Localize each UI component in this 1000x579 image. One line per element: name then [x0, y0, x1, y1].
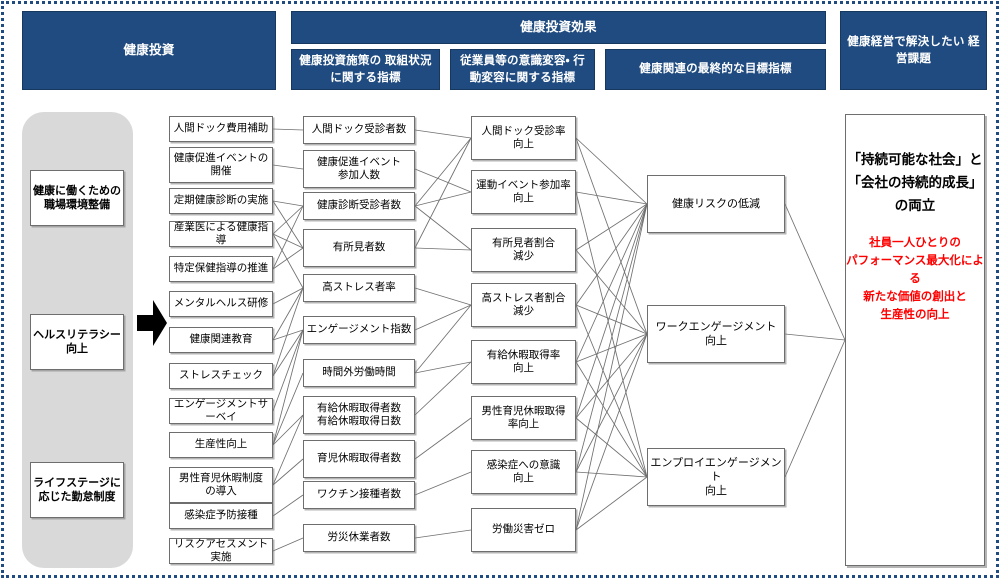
measure-box-5[interactable]: 特定保健指導の推進	[169, 256, 273, 282]
behavior-indicator-box-6[interactable]: 男性育児休暇取得 率向上	[471, 396, 576, 440]
final-goal-box-3[interactable]: エンプロイエンゲージメント 向上	[647, 448, 785, 506]
behavior-indicator-box-5-label: 有給休暇取得率 向上	[486, 348, 561, 374]
activity-indicator-box-10-label: ワクチン接種者数	[317, 488, 401, 501]
measure-box-10-label: 生産性向上	[194, 438, 248, 451]
activity-indicator-box-4-label: 有所見者数	[332, 241, 386, 254]
activity-indicator-box-6[interactable]: エンゲージメント指数	[303, 316, 415, 344]
final-goal-box-1-label: 健康リスクの低減	[672, 197, 760, 210]
header-effect-activity: 健康投資施策の 取組状況に関する指標	[291, 49, 440, 90]
measure-box-11[interactable]: 男性育児休暇制度 の導入	[169, 467, 273, 503]
behavior-indicator-box-8[interactable]: 労働災害ゼロ	[471, 508, 576, 552]
activity-indicator-box-4[interactable]: 有所見者数	[303, 229, 415, 267]
header-health-investment-effect-label: 健康投資効果	[520, 20, 597, 35]
header-effect-final: 健康関連の最終的な目標指標	[605, 49, 826, 90]
header-health-investment-label: 健康投資	[123, 43, 175, 58]
activity-indicator-box-10[interactable]: ワクチン接種者数	[303, 481, 415, 509]
final-goal-box-2-label: ワークエンゲージメント 向上	[655, 320, 777, 347]
activity-indicator-box-11-label: 労災休業者数	[327, 531, 391, 544]
behavior-indicator-box-3[interactable]: 有所見者割合 減少	[471, 228, 576, 272]
measure-box-3-label: 定期健康診断の実施	[173, 194, 269, 207]
rail-item-workplace-environment-label: 健康に働くための 職場環境整備	[33, 184, 121, 211]
activity-indicator-box-3-label: 健康診断受診者数	[317, 199, 401, 212]
rail-item-health-literacy[interactable]: ヘルスリテラシー 向上	[30, 314, 124, 370]
behavior-indicator-box-4-label: 高ストレス者割合 減少	[481, 291, 566, 317]
header-management-issue: 健康経営で解決したい 経営課題	[840, 11, 987, 90]
behavior-indicator-box-5[interactable]: 有給休暇取得率 向上	[471, 340, 576, 384]
header-effect-activity-label: 健康投資施策の 取組状況に関する指標	[299, 54, 432, 84]
activity-indicator-box-5-label: 高ストレス者率	[322, 281, 396, 294]
measure-box-8[interactable]: ストレスチェック	[169, 363, 273, 389]
measure-box-1[interactable]: 人間ドック費用補助	[169, 116, 273, 142]
final-goal-box-2[interactable]: ワークエンゲージメント 向上	[647, 305, 785, 363]
behavior-indicator-box-7-label: 感染症への意識 向上	[486, 458, 561, 484]
measure-box-5-label: 特定保健指導の推進	[173, 262, 269, 275]
behavior-indicator-box-6-label: 男性育児休暇取得 率向上	[481, 404, 566, 430]
final-goal-box-1[interactable]: 健康リスクの低減	[647, 175, 785, 233]
measure-box-4-label: 産業医による健康指導	[173, 220, 269, 246]
behavior-indicator-box-7[interactable]: 感染症への意識 向上	[471, 450, 576, 494]
measure-box-9-label: エンゲージメントサーベイ	[173, 397, 269, 423]
measure-box-13-label: リスクアセスメント実施	[173, 537, 269, 563]
outcome-main-text: 「持続可能な社会」と 「会社の持続的成長」 の両立	[847, 152, 983, 213]
behavior-indicator-box-2[interactable]: 運動イベント参加率 向上	[471, 170, 576, 214]
measure-box-4[interactable]: 産業医による健康指導	[169, 221, 273, 247]
header-effect-behavior: 従業員等の意識変容・ 行動変容に関する指標	[450, 49, 595, 90]
measure-box-1-label: 人間ドック費用補助	[173, 122, 269, 135]
activity-indicator-box-2[interactable]: 健康促進イベント 参加人数	[303, 150, 415, 188]
behavior-indicator-box-1[interactable]: 人間ドック受診率 向上	[471, 116, 576, 160]
header-effect-final-label: 健康関連の最終的な目標指標	[639, 63, 792, 76]
measure-box-9[interactable]: エンゲージメントサーベイ	[169, 398, 273, 424]
measure-box-8-label: ストレスチェック	[179, 369, 263, 382]
measure-box-3[interactable]: 定期健康診断の実施	[169, 188, 273, 214]
rail-item-health-literacy-label: ヘルスリテラシー 向上	[33, 328, 121, 355]
activity-indicator-box-2-label: 健康促進イベント 参加人数	[317, 155, 401, 181]
measure-box-7[interactable]: 健康関連教育	[169, 327, 273, 353]
activity-indicator-box-9-label: 育児休暇取得者数	[317, 452, 401, 465]
outcome-sub-text: 社員一人ひとりの パフォーマンス最大化による 新たな価値の創出と 生産性の向上	[846, 236, 984, 322]
outcome-panel: 「持続可能な社会」と 「会社の持続的成長」 の両立 社員一人ひとりの パフォーマ…	[845, 114, 985, 566]
behavior-indicator-box-2-label: 運動イベント参加率 向上	[476, 178, 571, 204]
activity-indicator-box-6-label: エンゲージメント指数	[306, 323, 412, 336]
header-management-issue-label: 健康経営で解決したい 経営課題	[847, 35, 980, 65]
final-goal-box-3-label: エンプロイエンゲージメント 向上	[650, 456, 782, 498]
measure-box-6-label: メンタルヘルス研修	[173, 297, 269, 310]
measure-box-12[interactable]: 感染症予防接種	[169, 503, 273, 529]
activity-indicator-box-1[interactable]: 人間ドック受診者数	[303, 116, 415, 144]
activity-indicator-box-7-label: 時間外労働時間	[322, 366, 396, 379]
header-effect-behavior-label: 従業員等の意識変容・ 行動変容に関する指標	[460, 54, 585, 84]
measure-box-13[interactable]: リスクアセスメント実施	[169, 538, 273, 564]
header-health-investment-effect: 健康投資効果	[291, 11, 826, 44]
activity-indicator-box-9[interactable]: 育児休暇取得者数	[303, 440, 415, 478]
rail-item-workplace-environment[interactable]: 健康に働くための 職場環境整備	[30, 170, 124, 226]
behavior-indicator-box-4[interactable]: 高ストレス者割合 減少	[471, 283, 576, 327]
measure-box-11-label: 男性育児休暇制度 の導入	[179, 471, 263, 497]
right-arrow-icon	[137, 300, 167, 346]
measure-box-10[interactable]: 生産性向上	[169, 432, 273, 458]
rail-item-life-stage-attendance-label: ライフステージに 応じた勤怠制度	[33, 476, 121, 503]
activity-indicator-box-5[interactable]: 高ストレス者率	[303, 274, 415, 302]
activity-indicator-box-1-label: 人間ドック受診者数	[311, 123, 407, 136]
measure-box-6[interactable]: メンタルヘルス研修	[169, 291, 273, 317]
activity-indicator-box-7[interactable]: 時間外労働時間	[303, 359, 415, 387]
behavior-indicator-box-1-label: 人間ドック受診率 向上	[481, 124, 566, 150]
behavior-indicator-box-3-label: 有所見者割合 減少	[492, 236, 555, 262]
rail-item-life-stage-attendance[interactable]: ライフステージに 応じた勤怠制度	[30, 462, 124, 518]
header-health-investment: 健康投資	[22, 11, 276, 90]
measure-box-12-label: 感染症予防接種	[184, 509, 258, 522]
measure-box-2-label: 健康促進イベントの 開催	[173, 151, 269, 177]
activity-indicator-box-8-label: 有給休暇取得者数 有給休暇取得日数	[317, 401, 401, 427]
activity-indicator-box-11[interactable]: 労災休業者数	[303, 524, 415, 552]
measure-box-7-label: 健康関連教育	[189, 333, 253, 346]
measure-box-2[interactable]: 健康促進イベントの 開催	[169, 147, 273, 183]
activity-indicator-box-8[interactable]: 有給休暇取得者数 有給休暇取得日数	[303, 396, 415, 434]
behavior-indicator-box-8-label: 労働災害ゼロ	[492, 523, 555, 536]
activity-indicator-box-3[interactable]: 健康診断受診者数	[303, 192, 415, 220]
